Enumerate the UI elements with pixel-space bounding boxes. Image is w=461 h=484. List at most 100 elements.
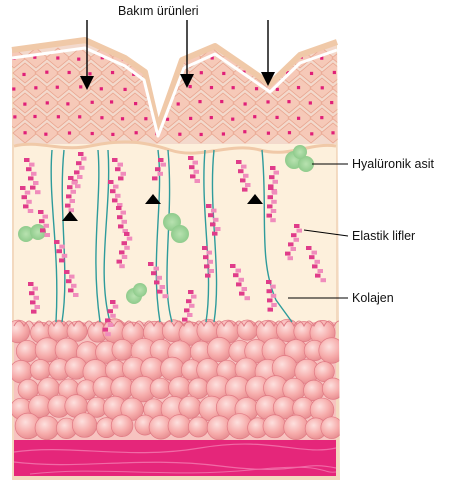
fat-cell — [321, 417, 343, 439]
fat-cell — [30, 360, 51, 381]
fat-cell — [319, 338, 345, 364]
cell-nucleus — [244, 102, 247, 105]
fat-cell — [35, 416, 59, 440]
cell-nucleus — [343, 118, 346, 121]
cell-nucleus — [297, 86, 300, 89]
cell-nucleus — [155, 73, 158, 76]
fat-cell — [188, 417, 208, 437]
cell-nucleus — [144, 117, 147, 120]
cell-nucleus — [200, 71, 203, 74]
cell-nucleus — [267, 132, 270, 135]
cell-nucleus — [56, 56, 59, 59]
fat-cell — [7, 320, 30, 343]
cell-nucleus — [309, 101, 312, 104]
label-elastic-fibers: Elastik lifler — [352, 229, 415, 243]
epidermis-cell — [156, 48, 180, 68]
label-hyaluronic-acid: Hyalüronik asit — [352, 157, 434, 171]
label-collagen: Kolajen — [352, 291, 394, 305]
cell-nucleus — [320, 116, 323, 119]
cell-nucleus — [310, 72, 313, 75]
cell-nucleus — [68, 71, 71, 74]
cell-nucleus — [232, 86, 235, 89]
fat-cell — [111, 415, 133, 437]
cell-nucleus — [255, 87, 258, 90]
cell-nucleus — [68, 131, 71, 134]
cell-nucleus — [91, 132, 94, 135]
cell-nucleus — [100, 87, 103, 90]
cell-nucleus — [276, 88, 279, 91]
cell-nucleus — [287, 100, 290, 103]
fat-cell — [168, 415, 191, 438]
cell-nucleus — [166, 56, 169, 59]
cell-nucleus — [111, 71, 114, 74]
cell-nucleus — [253, 115, 256, 118]
cell-nucleus — [189, 85, 192, 88]
cell-nucleus — [297, 117, 300, 120]
fat-cell — [188, 378, 209, 399]
cell-nucleus — [66, 102, 69, 105]
cell-nucleus — [222, 72, 225, 75]
cell-nucleus — [23, 131, 26, 134]
cell-nucleus — [231, 118, 234, 121]
cell-nucleus — [88, 72, 91, 75]
cell-nucleus — [243, 130, 246, 133]
cell-nucleus — [121, 117, 124, 120]
cell-nucleus — [256, 58, 259, 61]
cell-nucleus — [44, 133, 47, 136]
cell-nucleus — [353, 101, 356, 104]
cell-nucleus — [189, 117, 192, 120]
cell-nucleus — [355, 132, 358, 135]
cell-nucleus — [220, 100, 223, 103]
cell-nucleus — [210, 116, 213, 119]
cell-nucleus — [12, 87, 15, 90]
cell-nucleus — [321, 86, 324, 89]
fat-cell — [207, 337, 231, 361]
fat-cell — [263, 415, 286, 438]
cell-nucleus — [123, 88, 126, 91]
cell-nucleus — [310, 132, 313, 135]
cell-nucleus — [79, 85, 82, 88]
bottom-muscle-band — [14, 440, 336, 476]
cell-nucleus — [91, 101, 94, 104]
cell-nucleus — [333, 71, 336, 74]
cell-nucleus — [145, 55, 148, 58]
cell-nucleus — [13, 115, 16, 118]
cell-nucleus — [330, 101, 333, 104]
fat-layer — [7, 319, 345, 442]
cell-nucleus — [343, 56, 346, 59]
epidermis-cell — [343, 93, 367, 113]
cell-nucleus — [33, 115, 36, 118]
cell-nucleus — [135, 131, 138, 134]
cell-nucleus — [156, 103, 159, 106]
cell-nucleus — [275, 116, 278, 119]
cell-nucleus — [178, 133, 181, 136]
cell-nucleus — [341, 88, 344, 91]
fat-cell — [322, 378, 343, 399]
cell-nucleus — [198, 100, 201, 103]
cell-nucleus — [46, 101, 49, 104]
cell-nucleus — [34, 86, 37, 89]
cell-nucleus — [111, 133, 114, 136]
cell-nucleus — [78, 115, 81, 118]
cell-nucleus — [56, 86, 59, 89]
cell-nucleus — [100, 116, 103, 119]
cell-nucleus — [222, 132, 225, 135]
cell-nucleus — [177, 102, 180, 105]
cell-nucleus — [45, 71, 48, 74]
epidermis-cell — [343, 63, 367, 83]
cell-nucleus — [22, 73, 25, 76]
cell-nucleus — [110, 100, 113, 103]
fat-cell — [16, 340, 38, 362]
fat-cell — [284, 415, 309, 440]
cell-nucleus — [353, 71, 356, 74]
cell-nucleus — [331, 131, 334, 134]
label-care-products: Bakım ürünleri — [118, 4, 199, 18]
fat-cell — [150, 378, 170, 398]
fat-cell — [237, 320, 257, 340]
cell-nucleus — [200, 133, 203, 136]
cell-nucleus — [23, 103, 26, 106]
fat-cell — [169, 377, 191, 399]
cell-nucleus — [275, 56, 278, 59]
cell-nucleus — [266, 100, 269, 103]
fat-cell — [72, 413, 96, 437]
